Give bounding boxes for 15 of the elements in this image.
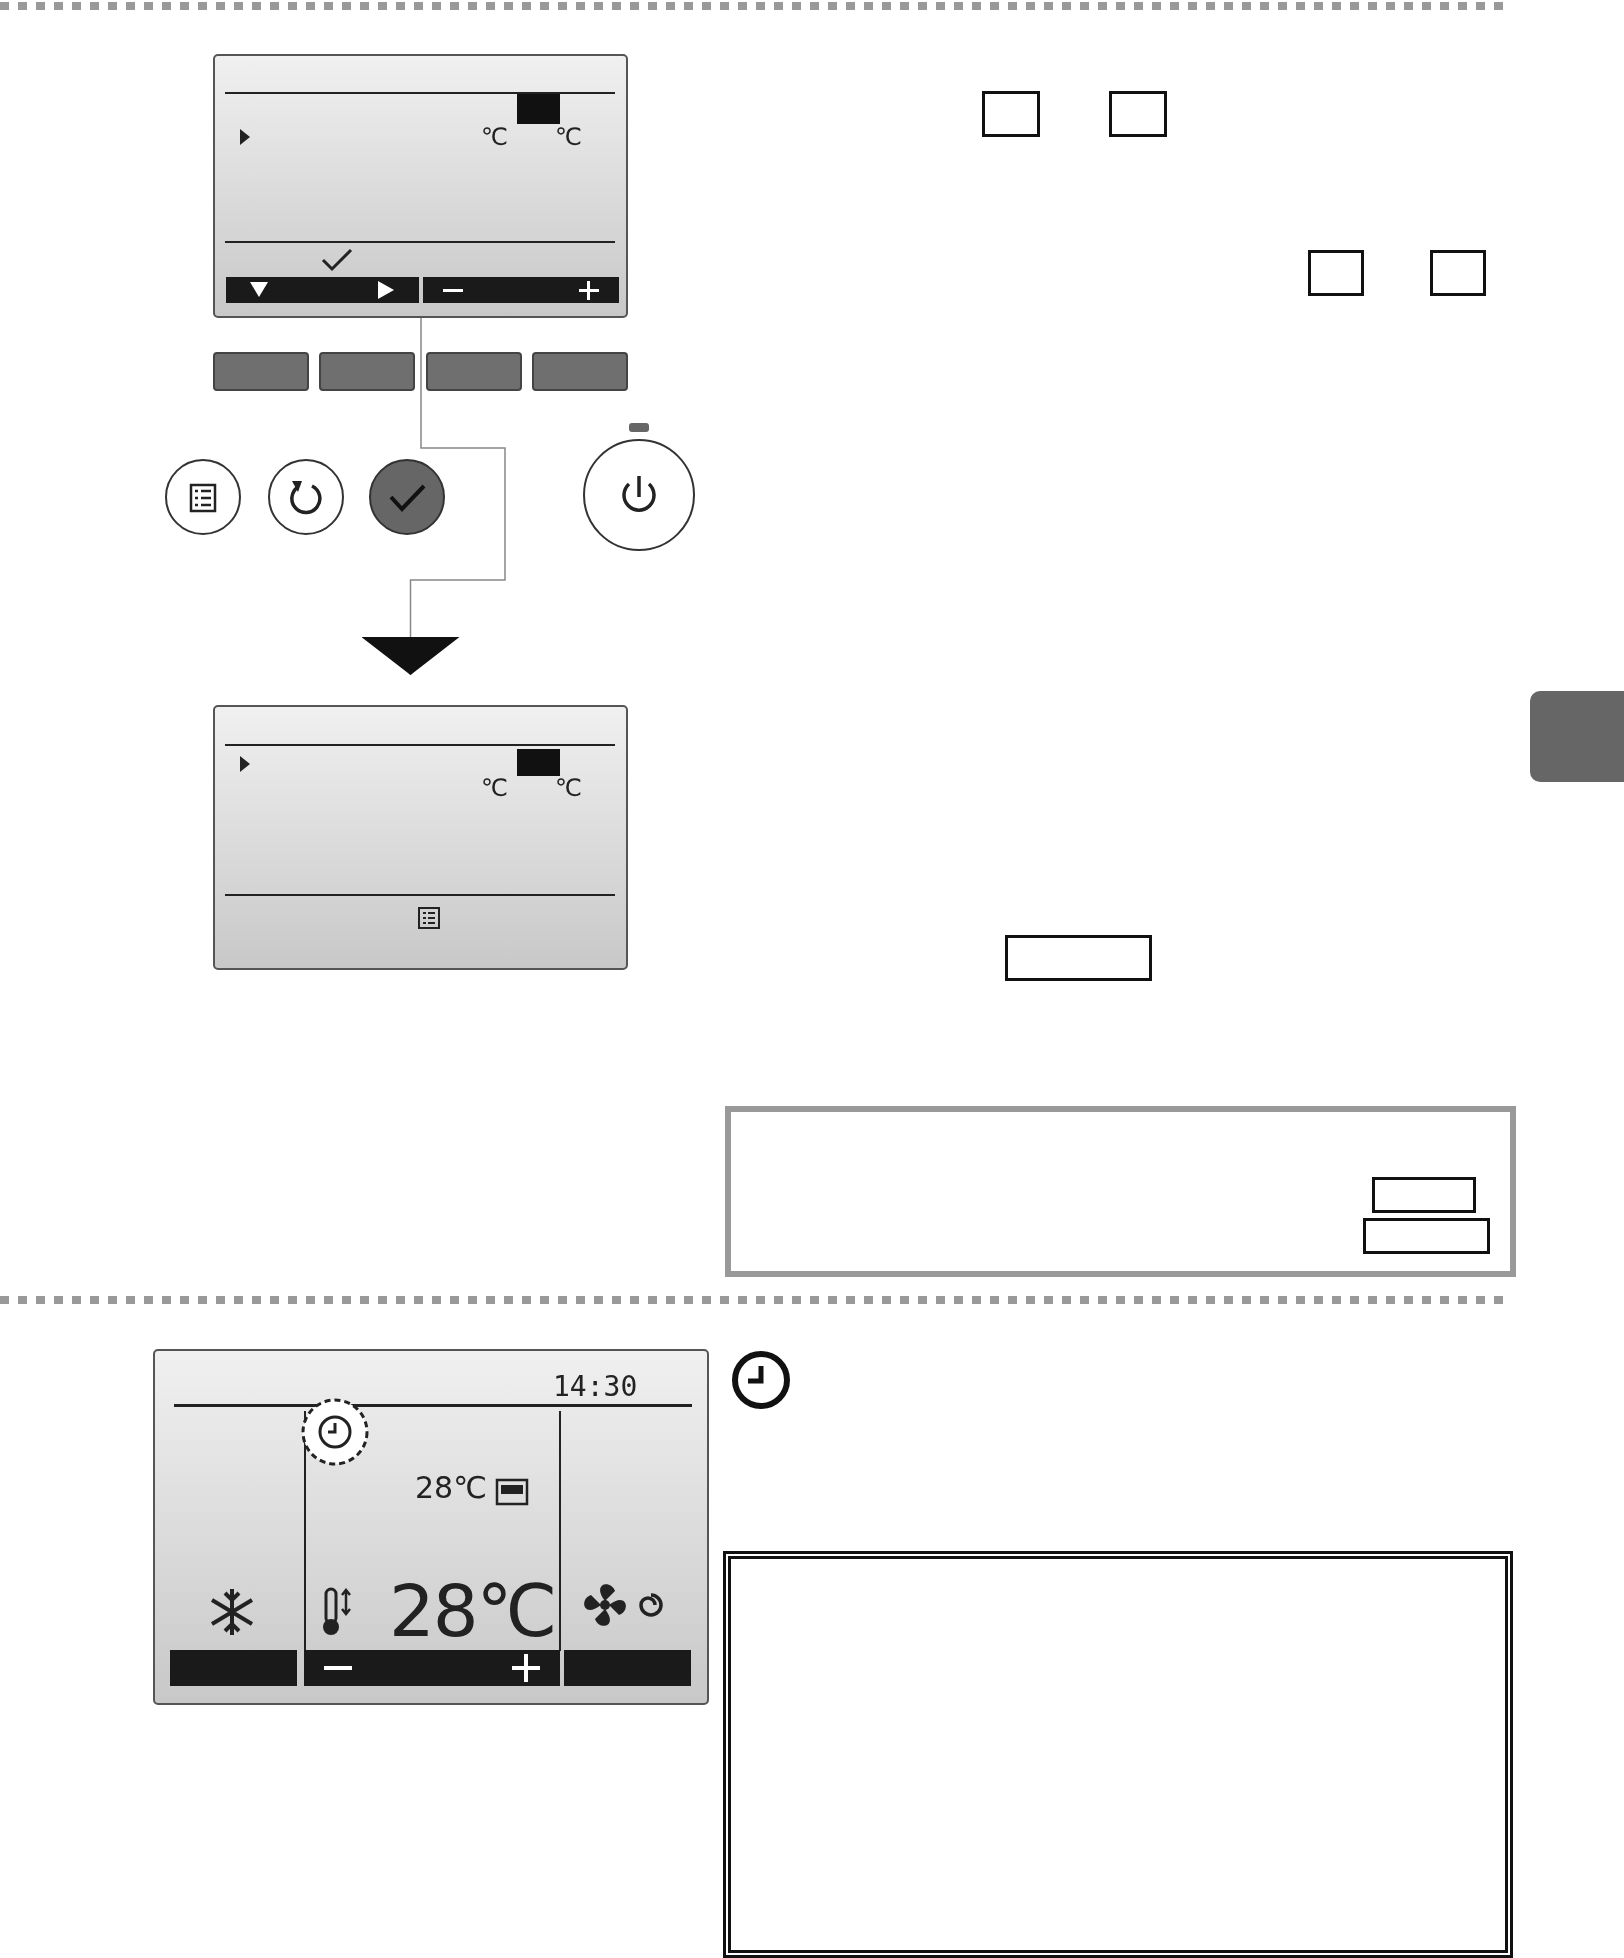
clock-time: 14:30 [553, 1371, 638, 1403]
unit-text: ℃ [481, 775, 508, 801]
unit-text: ℃ [481, 124, 508, 150]
arrow [361, 317, 506, 676]
unit-text: ℃ [555, 775, 582, 801]
soft-key-bar [170, 1650, 297, 1686]
lcd-screen [213, 54, 628, 318]
lcd-screen [153, 1349, 709, 1705]
soft-key-bar [304, 1650, 560, 1686]
set-temperature: 28℃ [415, 1471, 487, 1505]
section-tab [1530, 691, 1624, 782]
unit-text: ℃ [555, 124, 582, 150]
soft-key-bar [564, 1650, 691, 1686]
room-temperature: 28℃ [389, 1571, 556, 1651]
lcd-screen [213, 705, 628, 970]
